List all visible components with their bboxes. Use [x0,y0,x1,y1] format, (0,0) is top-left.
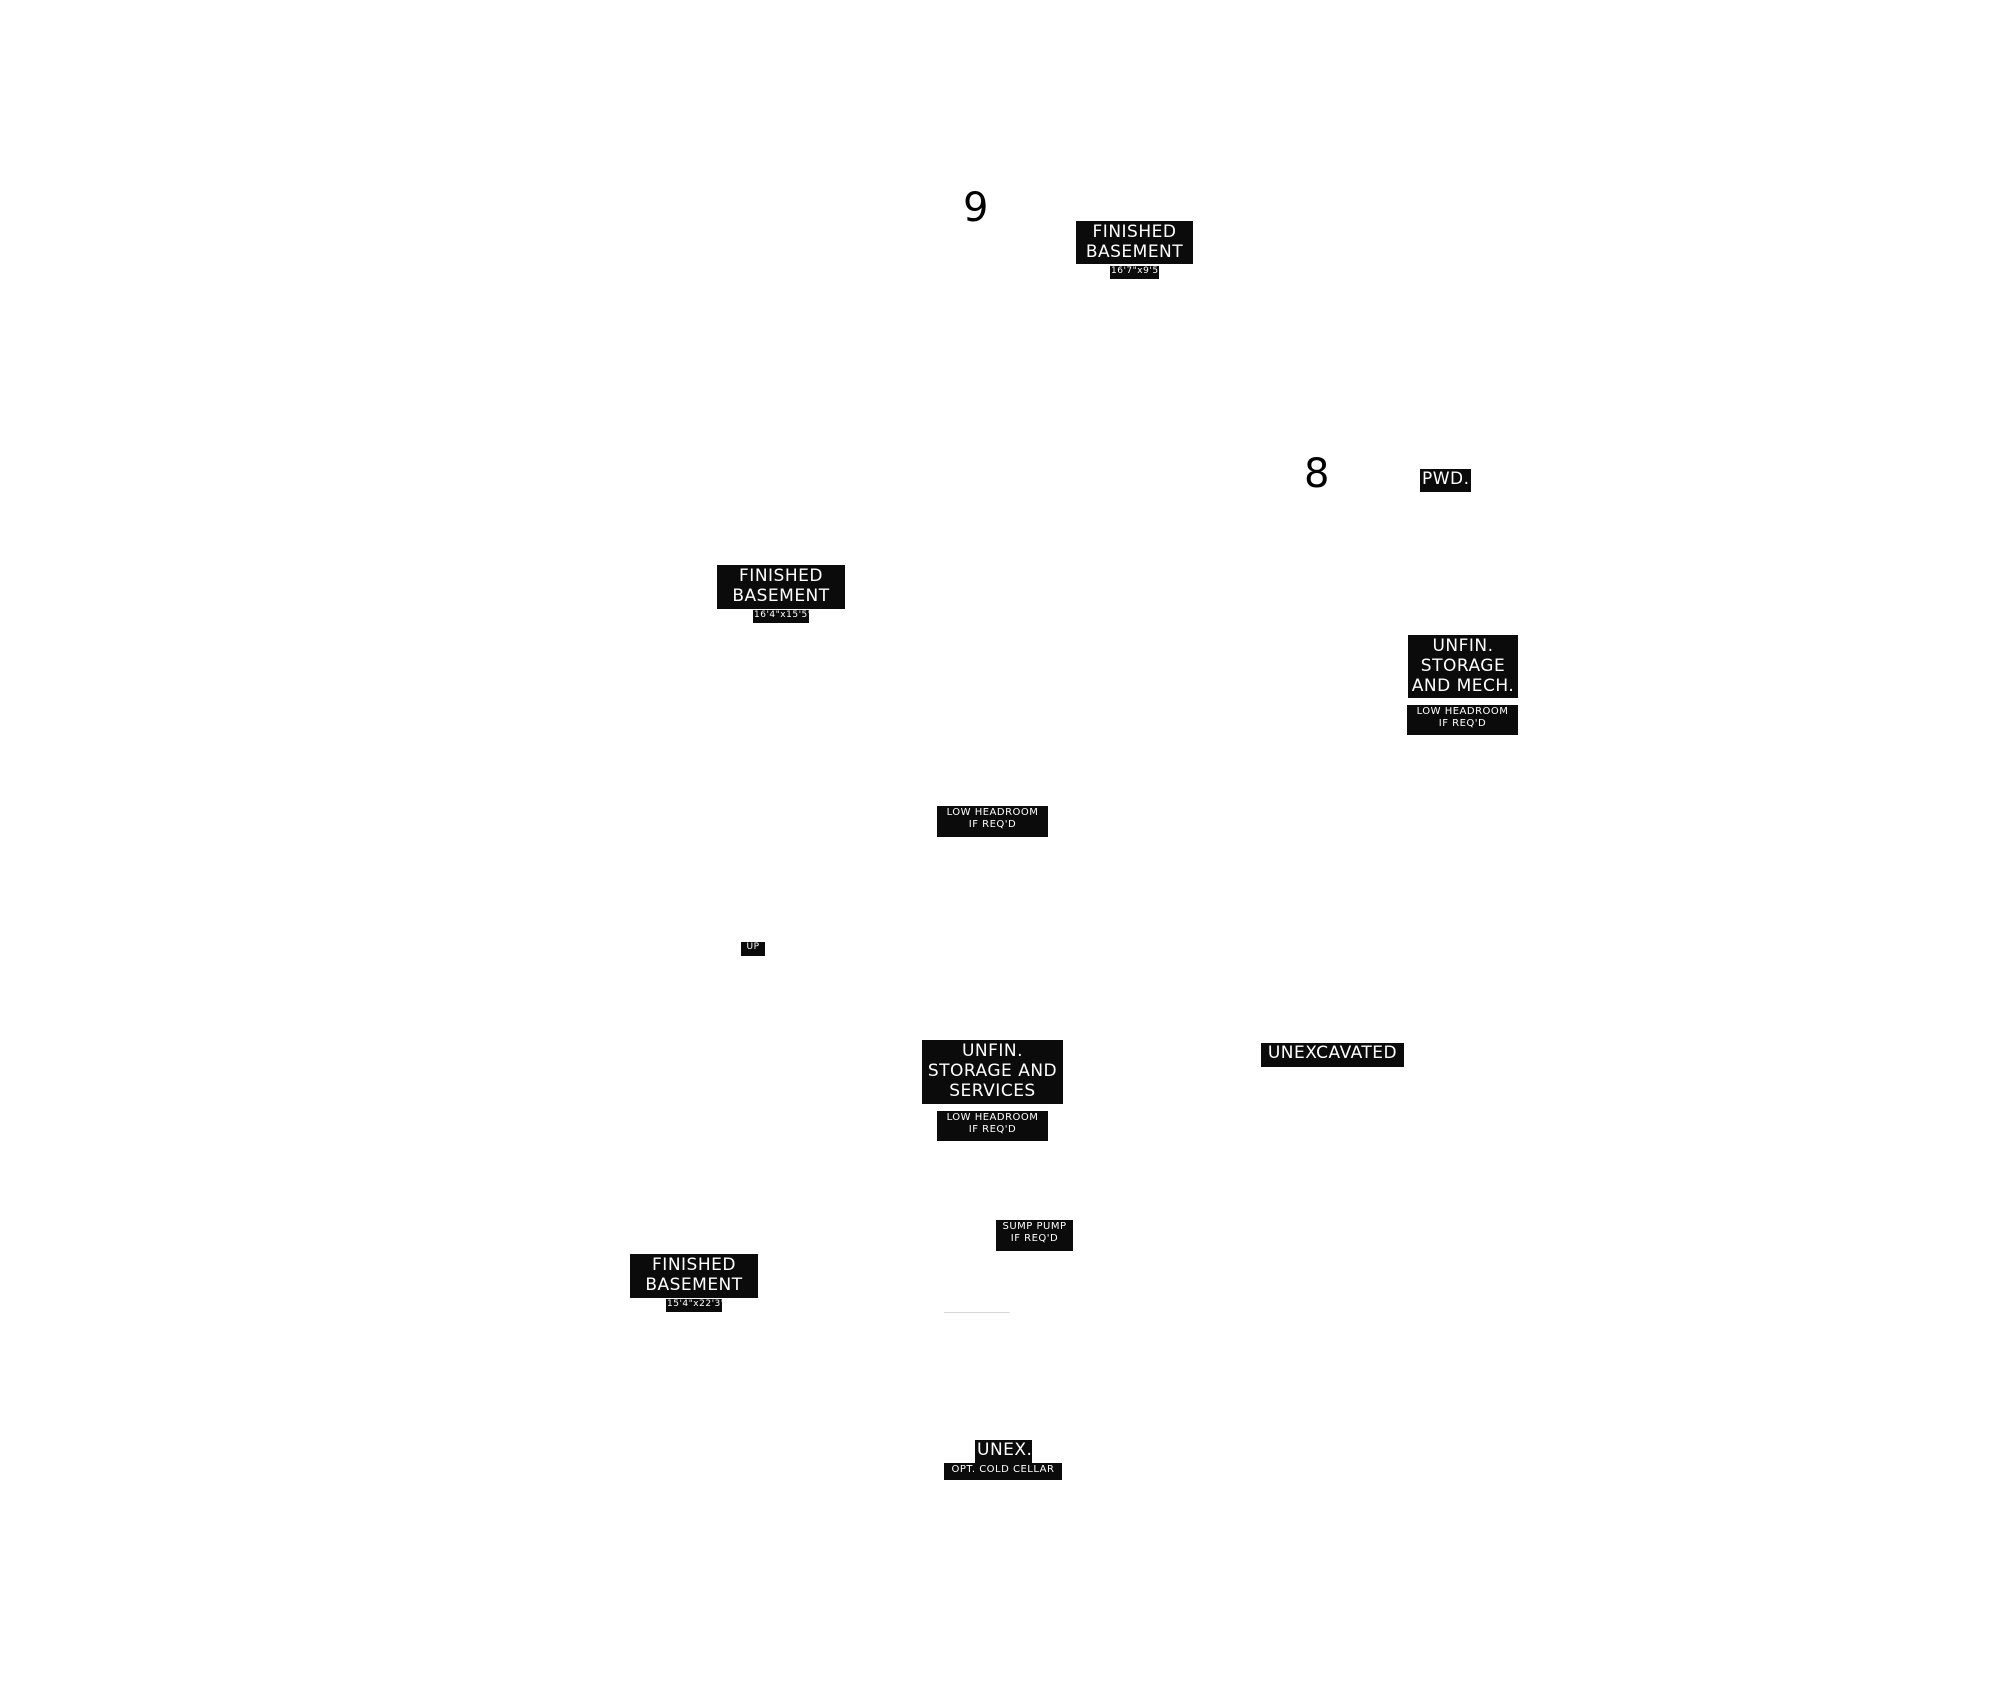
note-unfin-storage-services: LOW HEADROOM IF REQ'D [937,1111,1048,1141]
label-unexcavated: UNEXCAVATED [1261,1043,1404,1067]
room-number-8: 8 [1304,451,1330,497]
label-finished-basement-left: FINISHED BASEMENT [717,565,845,609]
label-unfin-storage-services: UNFIN. STORAGE AND SERVICES [922,1040,1063,1104]
label-unfin-storage-mech: UNFIN. STORAGE AND MECH. [1408,635,1518,698]
note-low-headroom-center: LOW HEADROOM IF REQ'D [937,806,1048,837]
label-finished-basement-top: FINISHED BASEMENT [1076,221,1193,264]
label-unex: UNEX. [975,1440,1032,1463]
note-cold-cellar: OPT. COLD CELLAR [944,1463,1062,1480]
faint-line [944,1312,1010,1313]
label-stair-up: UP [741,942,765,956]
label-powder-room: PWD. [1420,469,1471,492]
note-unfin-storage-mech: LOW HEADROOM IF REQ'D [1407,705,1518,735]
note-sump-pump: SUMP PUMP IF REQ'D [996,1220,1073,1251]
dim-finished-basement-top: 16'7"x9'5" [1110,266,1163,279]
room-number-9: 9 [963,185,989,231]
dim-finished-basement-left: 16'4"x15'5" [753,610,812,623]
dim-finished-basement-bottom: 15'4"x22'3" [666,1299,725,1312]
label-finished-basement-bottom: FINISHED BASEMENT [630,1254,758,1298]
